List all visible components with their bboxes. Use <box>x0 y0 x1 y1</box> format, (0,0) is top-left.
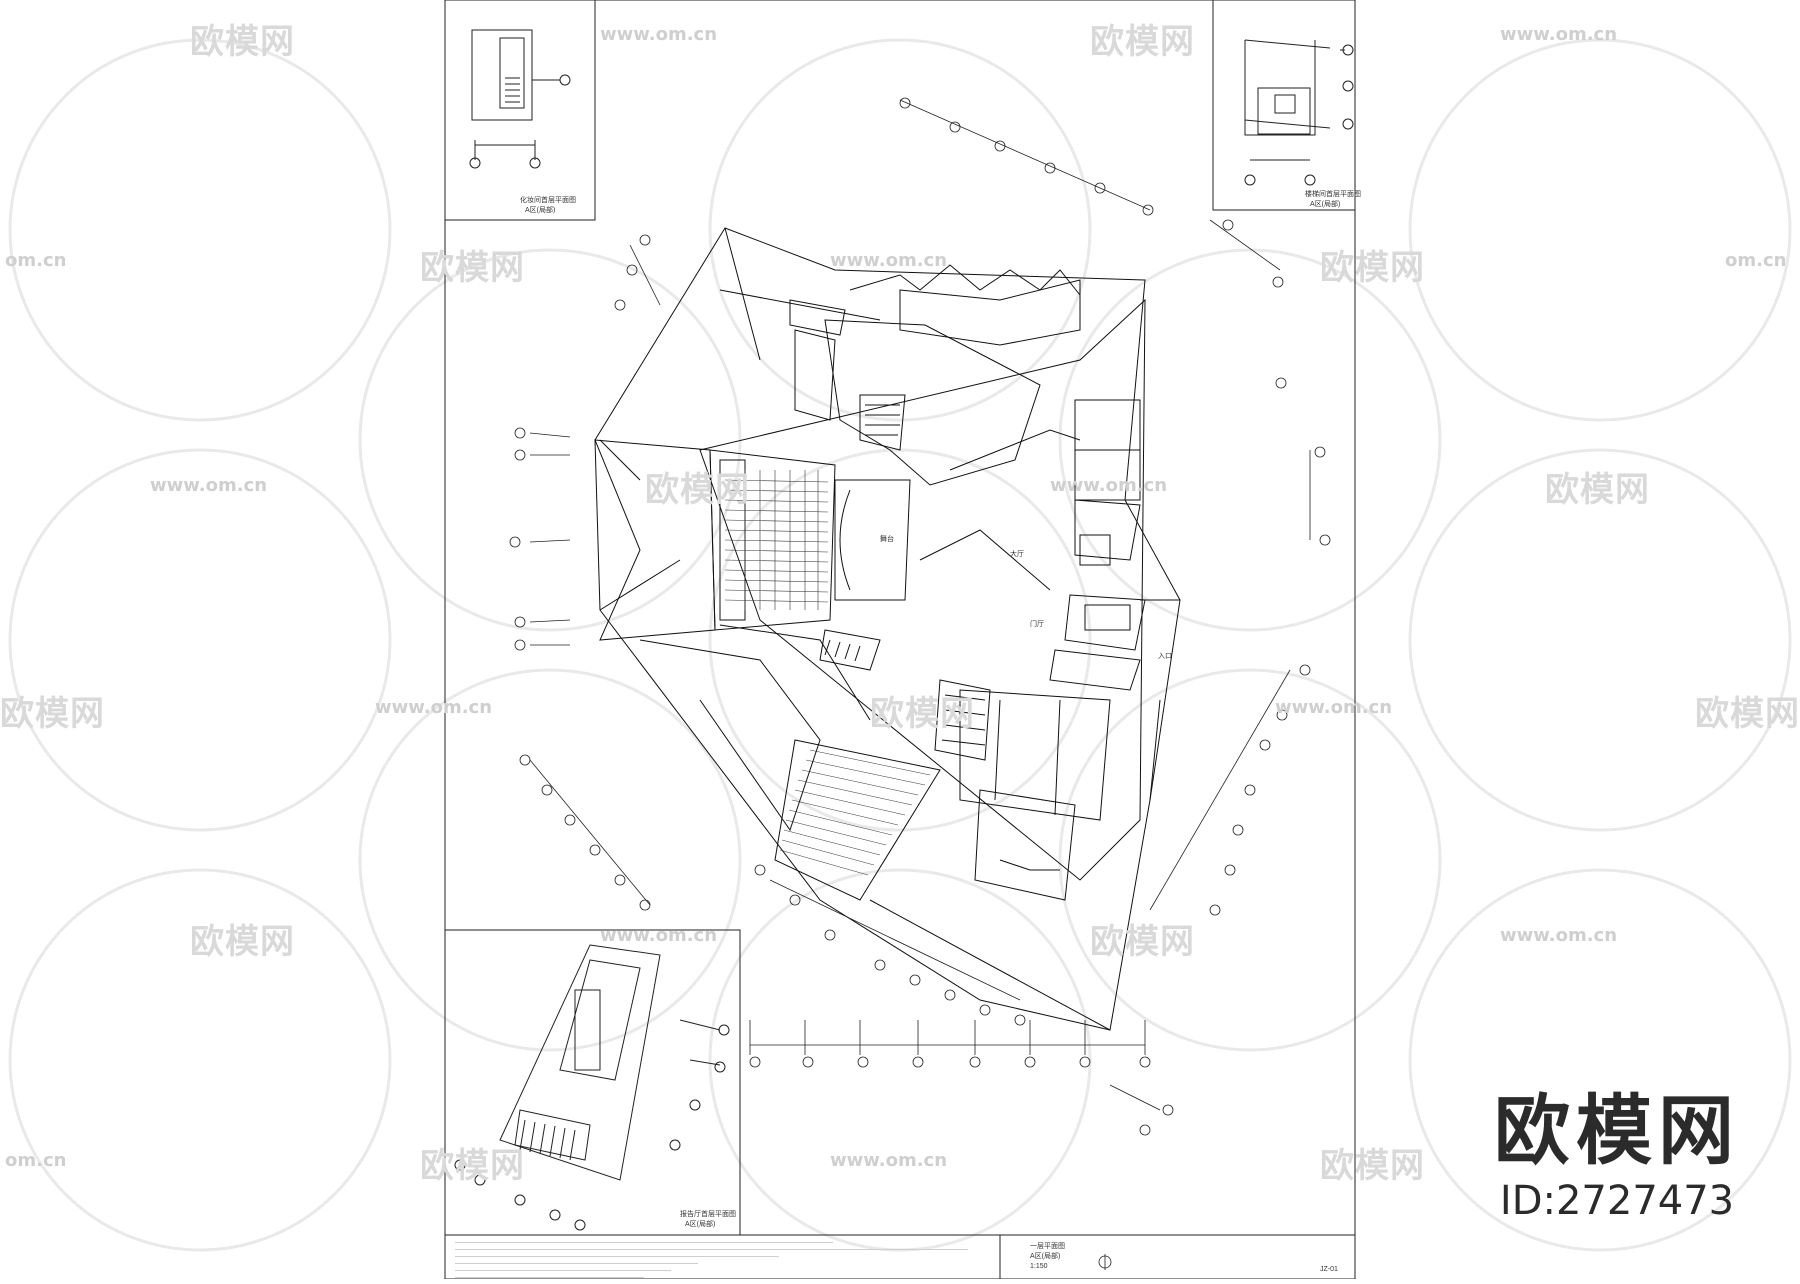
plan-title: 一层平面图 <box>1030 1243 1065 1250</box>
watermark-url: www.om.cn <box>1500 925 1618 946</box>
label-entrance: 入口 <box>1158 653 1172 660</box>
watermark-url: www.om.cn <box>830 1150 948 1171</box>
watermark-logo: 欧模网 <box>1090 922 1195 962</box>
note-line <box>455 1250 779 1257</box>
note-line <box>455 1236 833 1243</box>
inset-top-left-subtitle: A区(局部) <box>525 207 556 214</box>
watermark-url: www.om.cn <box>1500 24 1618 45</box>
watermark-logo: 欧模网 <box>645 470 750 510</box>
watermark-logo: 欧模网 <box>1545 470 1650 510</box>
inset-top-left <box>444 0 596 221</box>
watermark-url: om.cn <box>1725 250 1787 271</box>
inset-top-right-subtitle: A区(局部) <box>1310 201 1341 208</box>
watermark-url: www.om.cn <box>830 250 948 271</box>
watermark-url: www.om.cn <box>150 475 268 496</box>
watermark-logo: 欧模网 <box>420 248 525 288</box>
plan-subtitle: A区(局部) <box>1030 1253 1061 1260</box>
inset-bottom-left <box>444 929 741 1236</box>
watermark-url: om.cn <box>5 250 67 271</box>
watermark-url: www.om.cn <box>1275 697 1393 718</box>
sheet-frame <box>444 0 1356 1280</box>
brand-id: ID:2727473 <box>1499 1178 1735 1224</box>
watermark-logo: 欧模网 <box>1320 1146 1425 1186</box>
watermark-url: www.om.cn <box>600 925 718 946</box>
brand-name: 欧模网 <box>1494 1086 1740 1175</box>
inset-bottom-left-title: 报告厅首层平面图 <box>680 1211 736 1218</box>
brand-badge: 欧模网 ID:2727473 <box>1494 1086 1740 1225</box>
dimension-lines <box>509 97 1331 1270</box>
watermark-circles <box>8 38 1792 1252</box>
general-notes <box>455 1236 995 1278</box>
sheet-code: JZ-01 <box>1320 1266 1338 1273</box>
inset-top-left-title: 化妆间首层平面图 <box>520 197 576 204</box>
watermark-url: om.cn <box>5 1150 67 1171</box>
plan-scale: 1:150 <box>1030 1263 1048 1270</box>
watermark-logo: 欧模网 <box>1320 248 1425 288</box>
watermark-logo: 欧模网 <box>420 1146 525 1186</box>
room-label-stage: 舞台 <box>880 536 894 543</box>
room-label-lobby: 大厅 <box>1010 551 1024 558</box>
watermark-logo: 欧模网 <box>190 22 295 62</box>
main-plan <box>594 227 1181 1031</box>
note-line <box>455 1257 698 1264</box>
watermark-logo: 欧模网 <box>1695 694 1800 734</box>
watermark-url: www.om.cn <box>600 24 718 45</box>
watermark-logo: 欧模网 <box>1090 22 1195 62</box>
watermark-url: www.om.cn <box>1050 475 1168 496</box>
note-line <box>455 1264 671 1271</box>
inset-bottom-left-subtitle: A区(局部) <box>685 1221 716 1228</box>
room-label-hall: 门厅 <box>1030 621 1044 628</box>
inset-top-right <box>1212 0 1356 211</box>
note-line <box>455 1243 968 1250</box>
watermark-logo: 欧模网 <box>190 922 295 962</box>
note-line <box>455 1271 644 1278</box>
inset-top-right-title: 楼梯间首层平面图 <box>1305 191 1361 198</box>
watermark-logo: 欧模网 <box>0 694 105 734</box>
watermark-url: www.om.cn <box>375 697 493 718</box>
watermark-logo: 欧模网 <box>870 694 975 734</box>
